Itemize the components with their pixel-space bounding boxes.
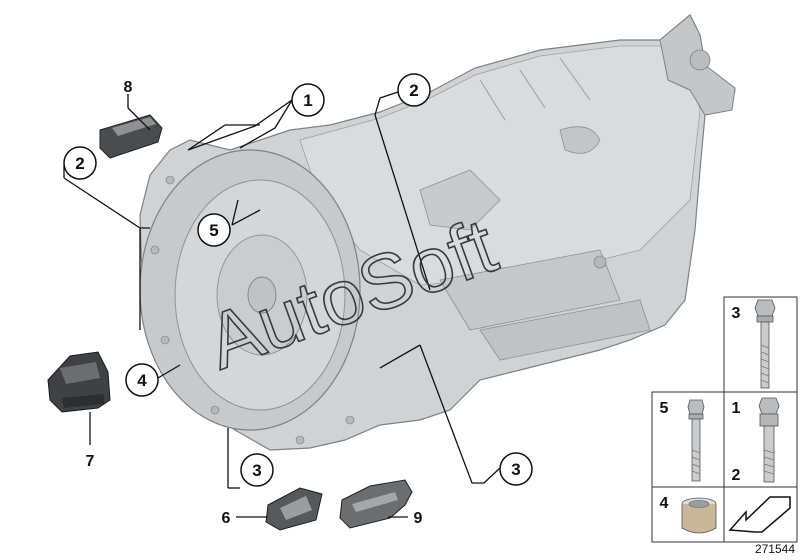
callout-5-label: 5 <box>209 221 218 240</box>
part-7-mount <box>47 351 111 413</box>
legend-panel: 3 5 1 2 4 <box>651 296 798 543</box>
callout-2-top-label: 2 <box>409 81 418 100</box>
callout-2-left-label: 2 <box>75 154 84 173</box>
part-8-sensor <box>99 114 163 159</box>
callout-2-top: 2 <box>397 73 431 107</box>
callout-3-bottom: 3 <box>240 453 274 487</box>
callout-1: 1 <box>291 83 325 117</box>
callout-5: 5 <box>197 213 231 247</box>
bolt-long-icon <box>754 299 776 389</box>
label-7: 7 <box>86 453 95 470</box>
label-8: 8 <box>124 79 133 96</box>
legend-label-1: 1 <box>732 400 741 417</box>
callout-4: 4 <box>125 363 159 397</box>
callout-3-bottom-label: 3 <box>252 461 261 480</box>
label-6: 6 <box>222 510 231 527</box>
callout-1-label: 1 <box>303 91 312 110</box>
transmission-housing <box>139 14 736 451</box>
diagram-part-number: 271544 <box>755 542 795 556</box>
direction-arrow-icon <box>728 496 791 533</box>
part-9-plate <box>339 479 413 529</box>
callout-3-right-label: 3 <box>511 460 520 479</box>
bolt-medium-icon <box>687 399 705 482</box>
legend-label-5: 5 <box>660 400 669 417</box>
callout-3-right: 3 <box>499 452 533 486</box>
legend-label-4: 4 <box>660 495 669 512</box>
legend-label-2: 2 <box>732 467 741 484</box>
callout-4-label: 4 <box>137 371 147 390</box>
callout-2-left: 2 <box>63 146 97 180</box>
part-6-bracket <box>265 487 323 531</box>
label-9: 9 <box>414 510 423 527</box>
leader-lines <box>63 91 501 518</box>
legend-label-3: 3 <box>732 305 741 322</box>
bolt-short-icon <box>758 397 780 483</box>
bushing-icon <box>681 497 717 534</box>
